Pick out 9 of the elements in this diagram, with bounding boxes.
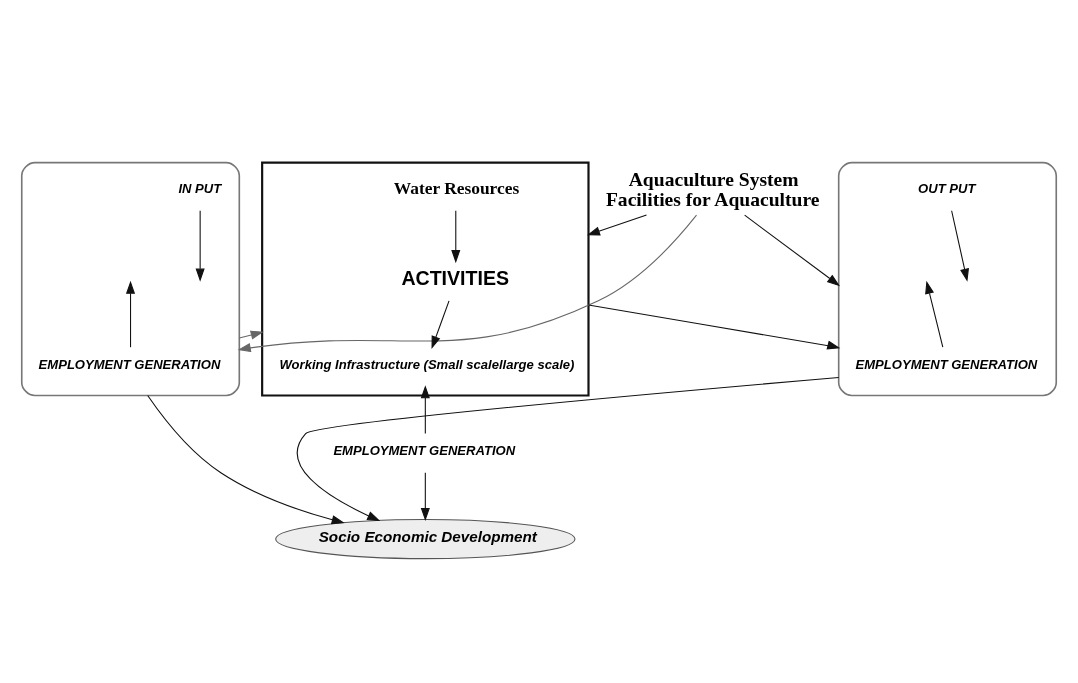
node-text: EMPLOYMENT GENERATION: [333, 443, 516, 459]
node-text: EMPLOYMENT GENERATION: [38, 357, 221, 373]
node-text: OUT PUT: [918, 181, 976, 197]
node-text: EMPLOYMENT GENERATION: [855, 357, 1038, 373]
node-text: Working Infrastructure (Small scalellarge scale): [279, 357, 575, 373]
node-text: IN PUT: [178, 181, 222, 197]
node-text: ACTIVITIES: [401, 266, 510, 289]
node-text: Aquaculture System Facilities for Aquaculture: [605, 168, 820, 210]
node-text: Water Resources: [393, 178, 520, 199]
